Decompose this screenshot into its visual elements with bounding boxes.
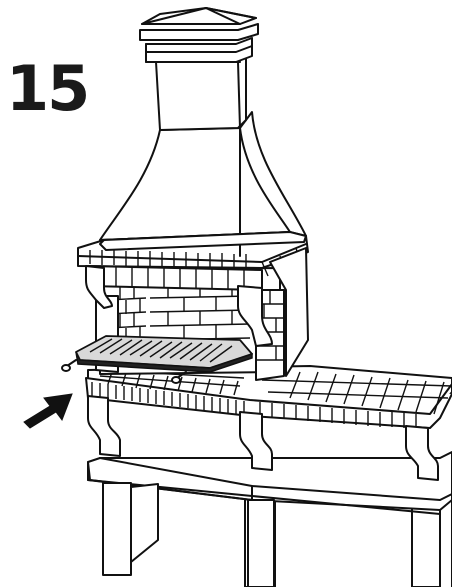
grill-rack: [61, 335, 253, 384]
chimney-cap: [139, 7, 259, 63]
lower-shelf-slab: [87, 451, 452, 515]
step-number: 15: [6, 52, 90, 125]
insert-arrow-icon: [23, 393, 73, 429]
left-base-legs: [102, 482, 275, 587]
chimney-hood: [99, 111, 307, 257]
worktop-corbels: [87, 395, 439, 481]
